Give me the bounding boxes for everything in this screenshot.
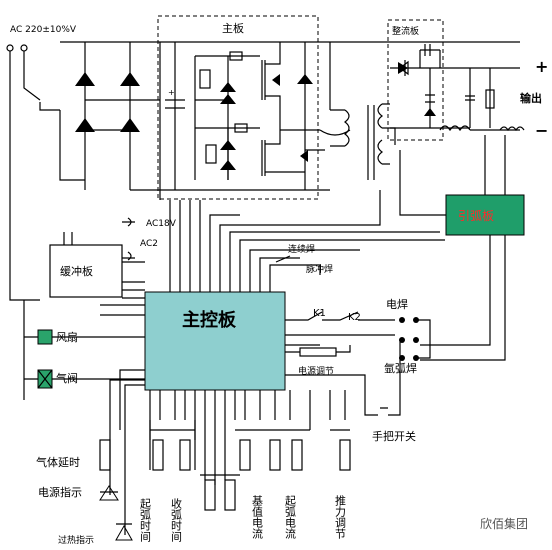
main-board-frame	[157, 15, 319, 200]
power-indicator-label: 电源指示	[38, 485, 82, 499]
electric-weld-label: 电焊	[386, 297, 408, 311]
pulse-weld-label: 脉冲焊	[306, 263, 333, 275]
watermark: 欣佰集团	[480, 516, 528, 531]
main-control-label: 主控板	[182, 309, 237, 331]
main-board-label: 主板	[222, 21, 244, 35]
buffer-board-label: 缓冲板	[60, 264, 93, 278]
indicator-leds	[99, 439, 133, 541]
svg-text:+: +	[168, 88, 175, 97]
bottom-labels: 起弧时间 收弧时间 基值电流 起弧电流 推力调节	[139, 494, 347, 543]
arc-start-current-label: 起弧电流	[284, 495, 297, 539]
input-rectifier-bridge	[59, 42, 330, 200]
overheat-indicator-label: 过热指示	[58, 534, 94, 546]
potentiometers	[149, 420, 351, 511]
main-transformer	[329, 42, 396, 180]
base-current-label: 基值电流	[251, 495, 264, 539]
arc-end-time-label: 收弧时间	[170, 497, 183, 543]
rectifier-board-label: 整流板	[392, 25, 419, 37]
main-control-board	[144, 291, 286, 391]
thrust-adjust-label: 推力调节	[334, 494, 347, 539]
output-rectifier	[390, 44, 525, 132]
arc-starter-label: 引弧板	[458, 209, 494, 223]
k2-label: K2	[348, 312, 361, 323]
ac-terminal-1	[6, 44, 14, 52]
output-minus: −	[535, 121, 548, 140]
continuous-weld-label: 连续焊	[288, 243, 315, 255]
power-adjust-pot	[299, 347, 337, 357]
ac18v-label: AC18V	[146, 219, 177, 229]
ac2-label: AC2	[140, 239, 158, 249]
ac-terminal-2	[20, 44, 28, 52]
arc-start-time-label: 起弧时间	[139, 498, 152, 543]
handle-switch-label: 手把开关	[372, 429, 416, 443]
gas-delay-label: 气体延时	[36, 455, 80, 469]
rectifier-board-frame	[387, 19, 444, 141]
mode-terminals	[399, 317, 431, 361]
fan-icon	[37, 329, 53, 345]
gas-valve-label: 气阀	[56, 371, 78, 385]
output-label: 输出	[520, 91, 542, 105]
output-plus: +	[535, 57, 548, 76]
main-board-components: +	[165, 42, 351, 190]
ac-input-label: AC 220±10%V	[10, 25, 77, 35]
power-adjust-label: 电源调节	[298, 365, 334, 377]
buffer-board	[49, 244, 123, 298]
